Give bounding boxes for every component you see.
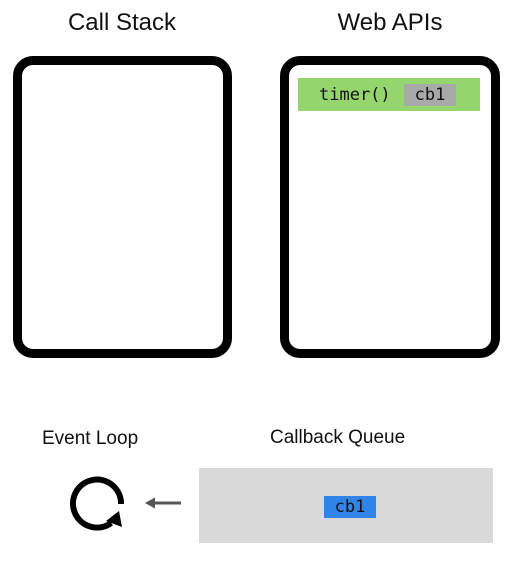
callback-queue-box: cb1 [199, 468, 493, 543]
web-api-timer-item: timer() cb1 [298, 78, 480, 111]
call-stack-title: Call Stack [67, 9, 177, 36]
loop-icon [70, 476, 125, 531]
callback-queue-label: Callback Queue [270, 427, 406, 448]
queue-item-cb1: cb1 [324, 496, 376, 518]
left-arrow-icon [145, 497, 181, 509]
timer-callback-badge: cb1 [404, 84, 456, 106]
call-stack-panel [13, 56, 232, 358]
web-apis-title: Web APIs [337, 9, 443, 36]
event-loop-label: Event Loop [42, 428, 139, 449]
timer-call-label: timer() [319, 85, 391, 105]
